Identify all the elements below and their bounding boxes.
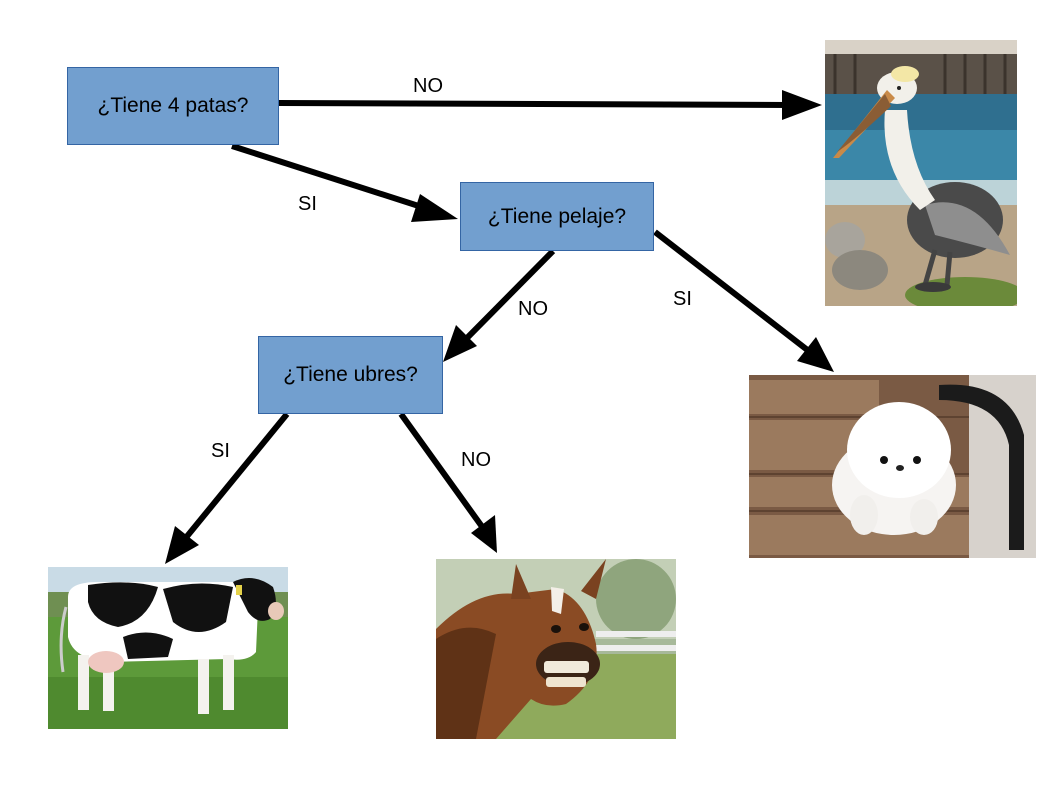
label-fur-yes: SI [673,288,692,310]
arrowhead-four-legs-yes [411,194,458,222]
edge-udders-no [398,412,486,530]
node-udders: ¿Tiene ubres? [258,336,443,414]
label-udders-no: NO [461,449,491,471]
node-four-legs: ¿Tiene 4 patas? [67,67,279,145]
edge-four-legs-no [278,100,791,108]
edge-udders-yes [181,412,290,542]
edge-four-legs-yes [231,143,429,212]
pomeranian-photo [749,375,1036,558]
edge-fur-yes [653,229,812,355]
label-four-legs-no: NO [413,75,443,97]
arrowhead-fur-no [443,325,477,362]
edge-fur-no [463,248,556,342]
cow-photo [48,567,288,729]
label-udders-yes: SI [211,440,230,462]
label-fur-no: NO [518,298,548,320]
label-four-legs-yes: SI [298,193,317,215]
arrowhead-fur-yes [797,337,834,372]
arrowhead-four-legs-no [782,90,822,120]
pelican-photo [825,40,1017,306]
arrowhead-udders-no [471,515,497,553]
horse-photo [436,559,676,739]
arrowhead-udders-yes [165,526,199,564]
node-fur: ¿Tiene pelaje? [460,182,654,251]
